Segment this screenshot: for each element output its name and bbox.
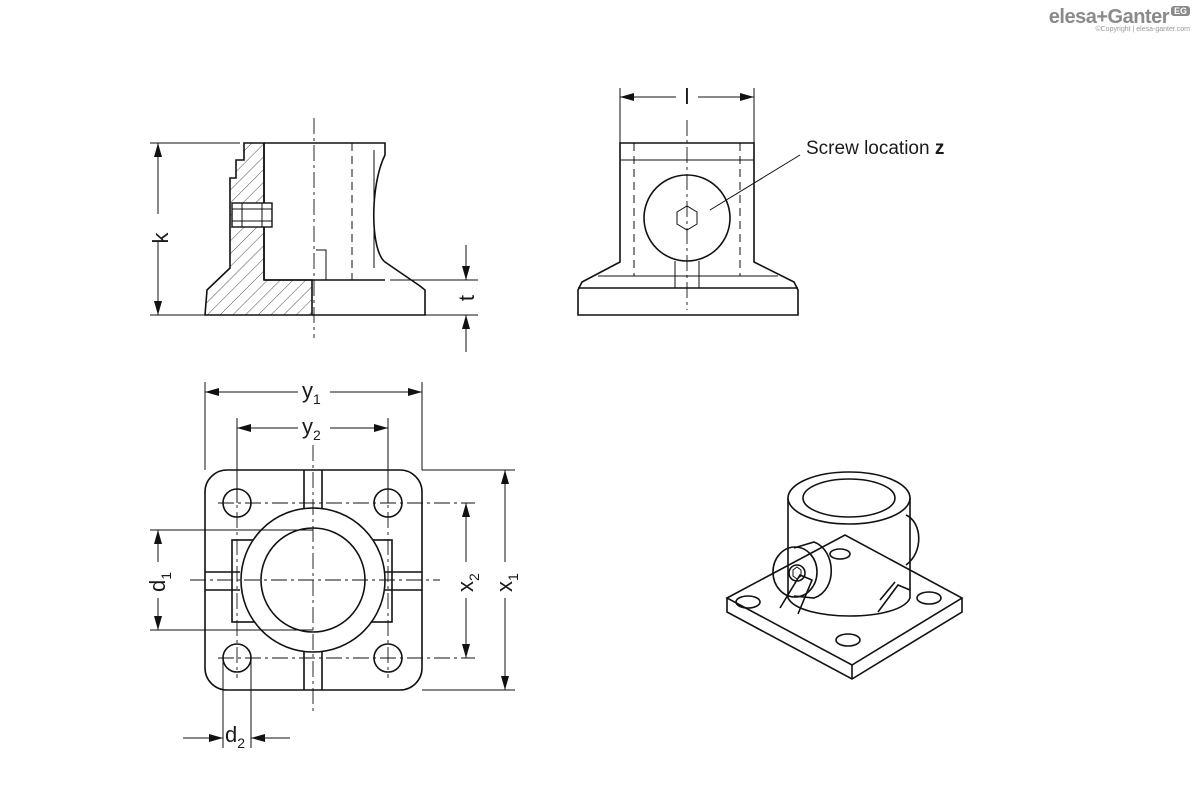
copyright-text: ©Copyright | elesa-ganter.com (1095, 26, 1190, 33)
dim-label-l: l (685, 84, 690, 109)
front-section-view (148, 118, 478, 352)
brand-name: elesa+Ganter (1048, 6, 1170, 28)
svg-text:x2: x2 (453, 573, 482, 592)
x2-main: x (453, 581, 478, 592)
y2-sub: 2 (313, 427, 321, 443)
x1-sub: 1 (505, 573, 521, 581)
dim-label-k: k (148, 232, 173, 244)
isometric-view (725, 471, 964, 680)
y1-main: y (302, 378, 313, 403)
dim-label-x1: x1 (492, 573, 521, 592)
x2-sub: 2 (466, 573, 482, 581)
d2-main: d (225, 722, 237, 747)
x1-main: x (492, 581, 517, 592)
dim-label-x2: x2 (453, 573, 482, 592)
annotation-bold: z (935, 138, 945, 159)
screw-location-annotation: Screw location z (806, 138, 944, 159)
side-view (577, 84, 801, 316)
dim-label-d1: d1 (145, 572, 174, 592)
d1-main: d (145, 580, 170, 592)
dim-label-y2: y2 (302, 414, 321, 443)
brand-badge: EG (1170, 6, 1190, 16)
svg-text:x1: x1 (492, 573, 521, 592)
dim-label-t: t (454, 295, 479, 301)
dim-label-y1: y1 (302, 378, 321, 407)
svg-text:d1: d1 (145, 572, 174, 592)
annotation-text: Screw location (806, 138, 935, 159)
y2-main: y (302, 414, 313, 439)
dim-label-d2: d2 (225, 722, 245, 751)
top-view (146, 376, 518, 748)
y1-sub: 1 (313, 391, 321, 407)
d2-sub: 2 (237, 735, 245, 751)
d1-sub: 1 (158, 572, 174, 580)
